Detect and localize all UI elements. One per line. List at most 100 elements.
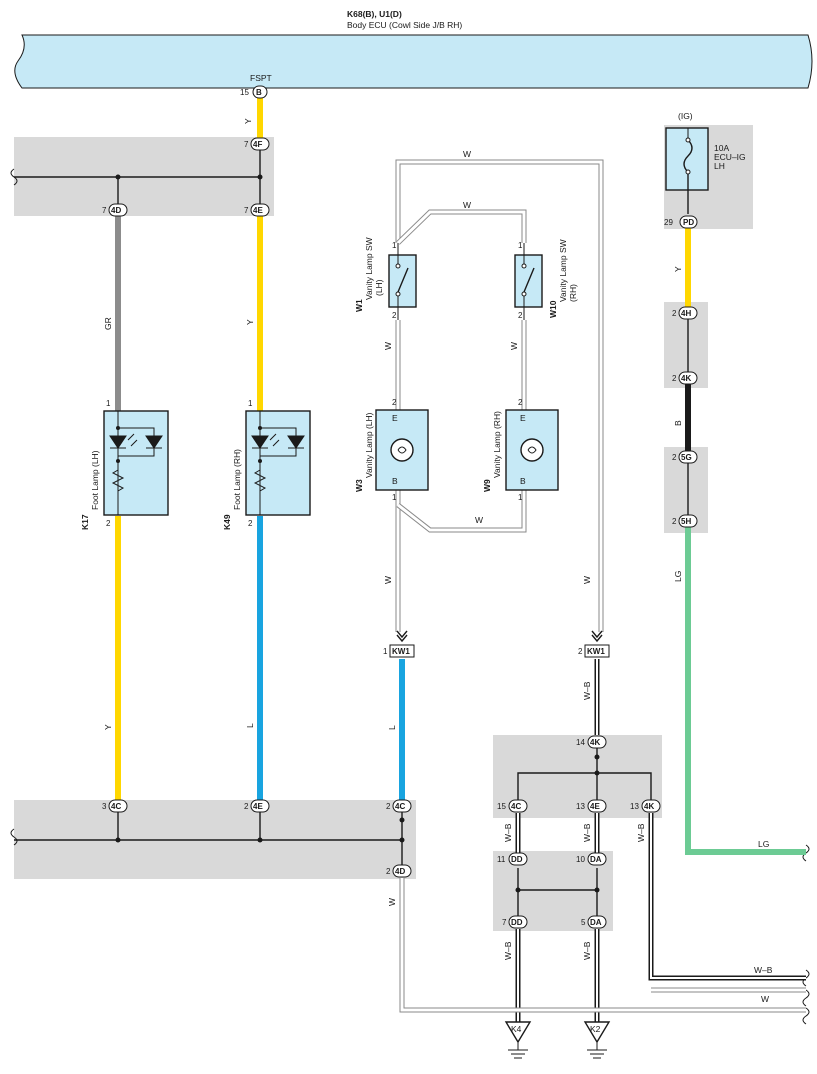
ecu-name: Body ECU (Cowl Side J/B RH) — [347, 20, 462, 30]
svg-text:E: E — [520, 413, 526, 423]
connector-pin: 14 — [576, 738, 585, 747]
fuse-name-2: LH — [714, 161, 725, 171]
connector-code: DD — [511, 918, 523, 927]
vanity-lamp-lh-id: W3 — [354, 479, 364, 492]
svg-text:2: 2 — [518, 311, 523, 320]
svg-text:B: B — [256, 88, 262, 97]
connector-c4e-13: 4E 13 — [576, 799, 607, 813]
wire-label-kw1-ret: L — [387, 725, 397, 730]
ground-k4: K4 — [504, 1021, 532, 1059]
wire-fuse-low — [685, 527, 806, 855]
connector-c4e-top: 4E7 — [244, 203, 270, 217]
svg-text:1: 1 — [248, 399, 253, 408]
connector-code: DA — [590, 918, 602, 927]
vanity-switch-rh-name: Vanity Lamp SW — [558, 239, 568, 302]
connector-code: 4C — [395, 802, 405, 811]
connector-pin: 5 — [581, 918, 586, 927]
wire-label-wb-3: W–B — [636, 823, 646, 842]
connector-code: KW1 — [392, 647, 410, 656]
connector-pin: 10 — [576, 855, 585, 864]
ecu-signal-name: FSPT — [250, 73, 272, 83]
connector-pin: 2 — [386, 867, 391, 876]
vanity-lamp-rh-name: Vanity Lamp (RH) — [492, 411, 502, 478]
svg-text:2: 2 — [392, 398, 397, 407]
connector-pin: 2 — [578, 647, 583, 656]
wire-label-wb-4: W–B — [503, 941, 513, 960]
vanity-switch-lh-name: Vanity Lamp SW — [364, 237, 374, 300]
connector-pin: 1 — [383, 647, 388, 656]
connector-code: 4E — [590, 802, 600, 811]
fuse-element-icon — [683, 139, 693, 173]
connector-pin: 7 — [102, 206, 107, 215]
svg-text:2: 2 — [518, 398, 523, 407]
wire-white-group — [395, 159, 806, 1013]
wire-label-wb-top: W–B — [582, 681, 592, 700]
svg-text:1: 1 — [518, 241, 523, 250]
connector-code: DD — [511, 855, 523, 864]
wire-label-w-outer: W — [463, 149, 471, 159]
vanity-switch-rh-id: W10 — [548, 300, 558, 318]
svg-text:K4: K4 — [511, 1024, 522, 1034]
wire-label-w-inner: W — [463, 200, 471, 210]
wire-wb-lines — [515, 813, 806, 1022]
wires — [14, 98, 806, 1022]
vanity-switch-lh-side: (LH) — [374, 279, 384, 296]
splice-dots — [115, 174, 600, 893]
fuse-source: (IG) — [678, 111, 693, 121]
connector-code: 4E — [253, 206, 263, 215]
wire-label-lamp-return: W — [475, 515, 483, 525]
foot-lamp-lh-id: K17 — [80, 514, 90, 530]
connector-code: 4E — [253, 802, 263, 811]
ground-icon — [508, 1049, 528, 1059]
connector-ecu-pin: B 15 — [240, 85, 268, 99]
wire-label-right-down: W — [582, 576, 592, 584]
svg-text:1: 1 — [106, 399, 111, 408]
connector-code: 4D — [395, 867, 405, 876]
foot-lamp-rh: 1 2 K49 Foot Lamp (RH) — [222, 399, 311, 530]
wire-label-fuse-mid: B — [673, 420, 683, 426]
connector-pin: 15 — [497, 802, 506, 811]
svg-text:1: 1 — [392, 241, 397, 250]
connector-c4h: 4H2 — [672, 306, 698, 320]
wire-label-w3-down: W — [383, 576, 393, 584]
svg-text:2: 2 — [248, 519, 253, 528]
wire-labels: Y GR Y W W W W W W W Y B LG LG Y L L W–B… — [103, 118, 773, 1004]
vanity-lamp-lh-name: Vanity Lamp (LH) — [364, 412, 374, 478]
wire-label-ecu-out: Y — [243, 118, 253, 124]
ground-icon — [587, 1049, 607, 1059]
body-ecu: K68(B), U1(D) Body ECU (Cowl Side J/B RH… — [14, 9, 813, 89]
connector-pin: 3 — [102, 802, 107, 811]
svg-text:PD: PD — [683, 218, 694, 227]
svg-text:29: 29 — [664, 218, 673, 227]
ground-k2: K2 — [583, 1021, 611, 1059]
svg-text:2: 2 — [106, 519, 111, 528]
foot-lamp-rh-id: K49 — [222, 514, 232, 530]
connector-pin: 2 — [244, 802, 249, 811]
connector-code: 4D — [111, 206, 121, 215]
led-icon — [109, 435, 127, 449]
svg-text:K2: K2 — [590, 1024, 601, 1034]
connector-kw1-left: KW1 1 — [383, 630, 415, 658]
wire-label-fuse-out: Y — [673, 266, 683, 272]
vanity-lamp-switch-rh: 1 2 W10 Vanity Lamp SW (RH) — [514, 239, 578, 320]
switch-contact-icon — [523, 267, 535, 293]
vanity-lamp-rh-id: W9 — [482, 479, 492, 492]
svg-text:2: 2 — [392, 311, 397, 320]
fuse-ecu-ig-lh: (IG) 10A ECU–IG LH PD 29 — [664, 111, 746, 229]
connector-pin: 2 — [672, 453, 677, 462]
wire-label-k49-ret: L — [245, 723, 255, 728]
connector-pin: 13 — [576, 802, 585, 811]
connector-code: 5G — [681, 453, 692, 462]
led-icon — [251, 435, 269, 449]
wire-label-w10-w9: W — [509, 342, 519, 350]
connector-code: 4K — [644, 802, 654, 811]
vanity-lamp-switch-lh: 1 2 W1 Vanity Lamp SW (LH) — [354, 237, 417, 320]
vanity-lamp-lh: E B 2 1 W3 Vanity Lamp (LH) — [354, 398, 429, 502]
connector-pin: 7 — [244, 140, 249, 149]
vanity-switch-rh-side: (RH) — [568, 284, 578, 302]
